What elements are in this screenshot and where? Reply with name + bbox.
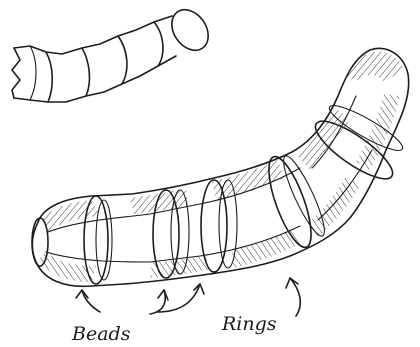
rings-arrow (286, 278, 300, 316)
segmented-tube-sketch (12, 3, 216, 102)
beads-label: Beads (71, 323, 131, 345)
beads-arrows (76, 284, 204, 314)
rings-label: Rings (221, 313, 277, 335)
